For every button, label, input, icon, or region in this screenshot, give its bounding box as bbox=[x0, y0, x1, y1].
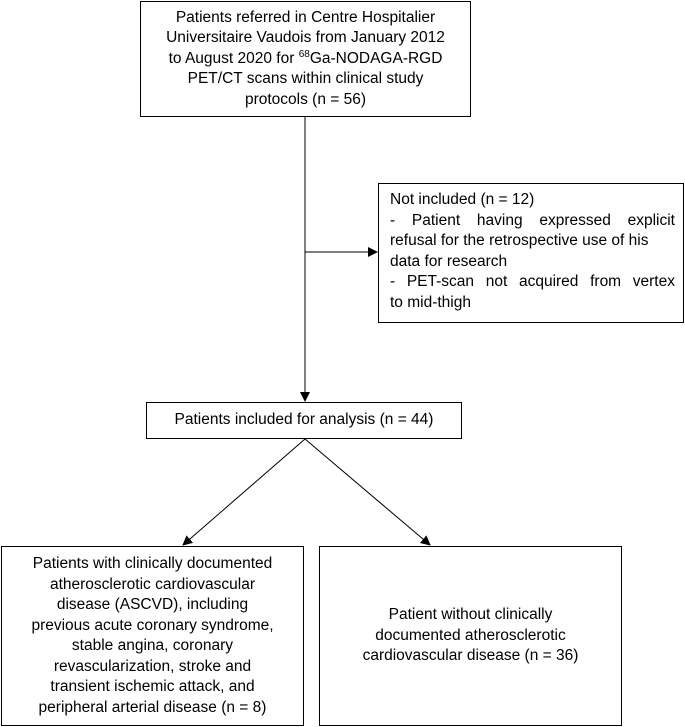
ascvd-branch-arrow bbox=[182, 438, 306, 546]
ascvd-line-5: stable angina, coronary bbox=[71, 637, 234, 654]
tracer-name: Ga-NODAGA-RGD bbox=[309, 49, 443, 67]
isotope-mass-number: 68 bbox=[298, 48, 310, 60]
referred-line-1: Patients referred in Centre Hospitalier bbox=[175, 8, 436, 26]
not-included-title: Not included (n = 12) bbox=[390, 191, 535, 208]
not-included-box: Not included (n = 12) - Patient having e… bbox=[378, 183, 684, 323]
not-included-reason-2b: to mid-thigh bbox=[390, 293, 471, 311]
no-ascvd-line-3: cardiovascular disease (n = 36) bbox=[362, 647, 579, 665]
ascvd-line-7: transient ischemic attack, and bbox=[50, 678, 255, 695]
ascvd-line-2: atherosclerotic cardiovascular bbox=[49, 575, 256, 593]
no-ascvd-branch-arrow bbox=[304, 438, 431, 546]
referred-line-3: to August 2020 for 68Ga-NODAGA-RGD bbox=[168, 48, 443, 67]
not-included-reason-1a: - Patient having expressed explicit bbox=[390, 211, 675, 229]
referred-line-4: PET/CT scans within clinical study bbox=[187, 70, 424, 88]
referred-patients-box: Patients referred in Centre Hospitalier … bbox=[140, 1, 471, 117]
ascvd-patients-box: Patients with clinically documented athe… bbox=[1, 546, 304, 726]
not-included-reason-1c: data for research bbox=[390, 252, 508, 270]
referred-line-2: Universitaire Vaudois from January 2012 bbox=[166, 29, 445, 47]
ascvd-line-6: revascularization, stroke and bbox=[53, 657, 252, 675]
included-patients-box: Patients included for analysis (n = 44) bbox=[146, 402, 462, 439]
ascvd-line-1: Patients with clinically documented bbox=[32, 555, 273, 572]
included-text: Patients included for analysis (n = 44) bbox=[174, 411, 434, 429]
no-ascvd-line-2: documented atherosclerotic bbox=[375, 626, 566, 644]
not-included-reason-2a: - PET-scan not acquired from vertex bbox=[390, 273, 675, 290]
ascvd-line-8: peripheral arterial disease (n = 8) bbox=[38, 698, 267, 716]
no-ascvd-patients-box: Patient without clinically documented at… bbox=[319, 546, 622, 726]
not-included-reason-1b: refusal for the retrospective use of his bbox=[390, 232, 649, 249]
no-ascvd-line-1: Patient without clinically bbox=[388, 606, 553, 624]
referred-line-5: protocols (n = 56) bbox=[244, 90, 367, 108]
ascvd-line-4: previous acute coronary syndrome, bbox=[31, 616, 274, 634]
ascvd-line-3: disease (ASCVD), including bbox=[56, 596, 249, 613]
